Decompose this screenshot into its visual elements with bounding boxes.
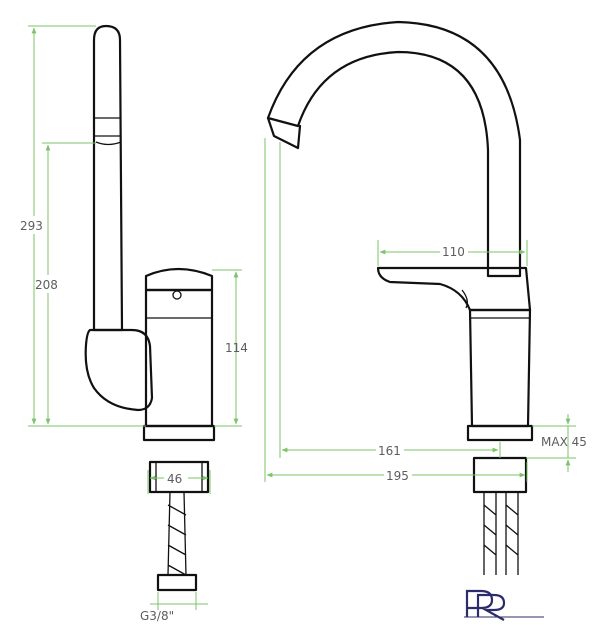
logo-text: PR — [0, 0, 2, 1]
dim-max-deck-thickness: MAX 45 — [541, 435, 587, 449]
dim-overall-reach: 195 — [386, 469, 409, 483]
connection-thread-label: G3/8" — [140, 609, 174, 623]
dim-body-height: 114 — [225, 341, 248, 355]
front-lever-handle — [376, 266, 532, 312]
dim-spout-height: 208 — [35, 278, 58, 292]
dim-lever-length: 110 — [442, 245, 465, 259]
dim-total-height: 293 — [20, 219, 43, 233]
side-base-ring — [142, 424, 216, 442]
front-body — [468, 308, 532, 428]
side-spout-tube — [92, 24, 124, 332]
side-dimensions: 293 208 114 46 G3/8" — [20, 25, 248, 623]
side-spout-outlet — [95, 117, 122, 146]
dim-spout-reach: 161 — [378, 444, 401, 458]
side-deck-nut — [148, 460, 210, 494]
side-hose — [167, 491, 187, 576]
front-view — [266, 20, 534, 575]
front-deck-nut — [472, 456, 528, 494]
side-body — [144, 288, 214, 428]
front-lever-pivot — [461, 289, 468, 309]
dim-base-width: 46 — [167, 472, 182, 486]
front-dimensions: 110 161 195 MAX 45 — [264, 138, 587, 483]
side-view — [84, 24, 216, 592]
front-base-ring — [466, 424, 534, 442]
front-hose-right — [505, 492, 519, 575]
front-gooseneck-spout — [266, 20, 522, 278]
pr-logo-icon: PR — [0, 0, 544, 621]
front-spout-outlet — [266, 116, 302, 150]
side-set-screw — [172, 290, 182, 300]
side-elbow — [84, 328, 154, 412]
front-hose-left — [483, 492, 497, 575]
side-hose-nut — [156, 573, 198, 592]
side-lever-cap — [144, 267, 214, 292]
